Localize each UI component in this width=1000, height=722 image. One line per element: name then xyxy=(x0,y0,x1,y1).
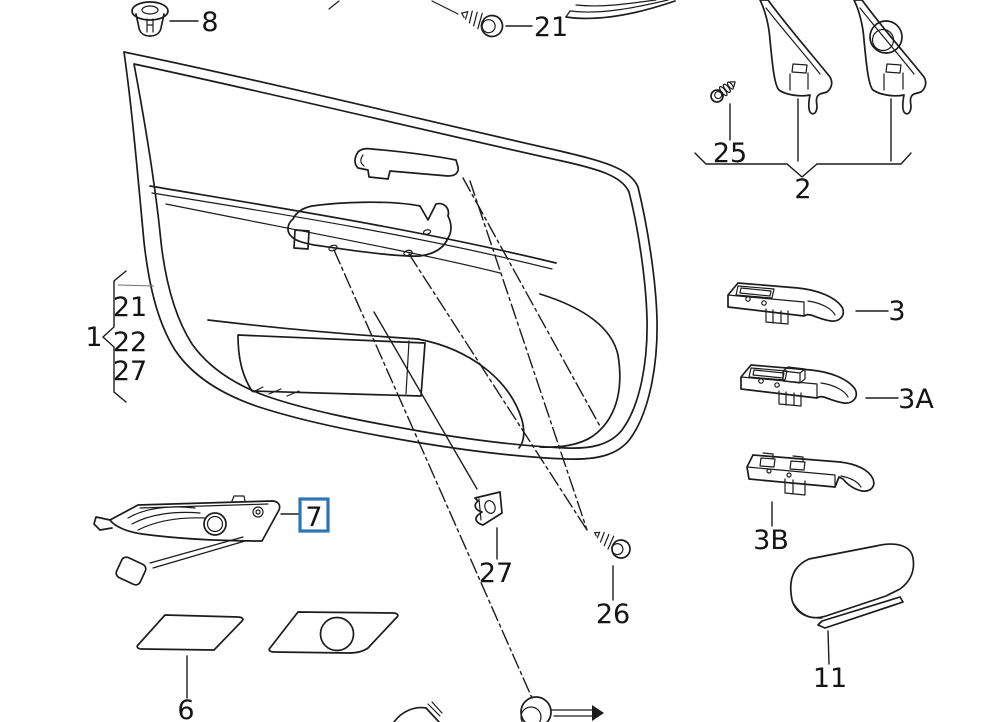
part-21-screw-drawing xyxy=(328,0,504,38)
part-3-switch-trim-drawing xyxy=(727,282,845,325)
part-27-clip-drawing xyxy=(474,491,503,526)
part-label-21-top[interactable]: 21 xyxy=(534,12,568,43)
part-label-27-clip[interactable]: 27 xyxy=(479,558,513,589)
part-label-27-group[interactable]: 27 xyxy=(113,356,147,387)
door-panel-drawing xyxy=(123,51,658,460)
cutoff-bottom-parts-drawing xyxy=(393,696,604,722)
part-26-screw-drawing xyxy=(594,531,631,559)
part-labels: 8 21 25 2 1 21 22 27 3 3A 3B 11 7 27 26 … xyxy=(85,7,934,722)
assembly-centerlines xyxy=(333,177,602,699)
part-label-3[interactable]: 3 xyxy=(888,296,905,327)
part-label-11[interactable]: 11 xyxy=(813,663,847,694)
part-label-8[interactable]: 8 xyxy=(201,7,218,38)
part-25-clip-drawing xyxy=(710,81,736,103)
part-8-grommet-drawing xyxy=(131,1,169,37)
part-label-3a[interactable]: 3A xyxy=(898,384,934,415)
part-label-2[interactable]: 2 xyxy=(794,174,811,205)
part-2-trim-right-drawing xyxy=(853,0,927,115)
part-7-handle-drawing[interactable] xyxy=(93,495,281,586)
part-label-7-selected[interactable]: 7 xyxy=(305,502,322,533)
part-2-trim-left-drawing xyxy=(759,0,833,115)
part-label-22-group[interactable]: 22 xyxy=(113,327,147,358)
part-label-3b[interactable]: 3B xyxy=(753,525,789,556)
leader-lines xyxy=(117,20,899,699)
part-3a-switch-trim-drawing xyxy=(740,364,858,407)
part-label-6[interactable]: 6 xyxy=(177,695,194,722)
group-bracket-1 xyxy=(101,270,127,403)
part-3b-switch-trim-drawing xyxy=(746,452,875,496)
part-label-21-group[interactable]: 21 xyxy=(113,292,147,323)
cutoff-sill-trim-drawing xyxy=(565,0,676,20)
part-label-25[interactable]: 25 xyxy=(713,138,747,169)
part-6-foil-drawing xyxy=(136,611,399,654)
part-label-26[interactable]: 26 xyxy=(596,599,630,630)
part-11-armrest-pad-drawing xyxy=(789,543,915,629)
selected-part-highlight-box[interactable] xyxy=(298,497,330,533)
part-label-1[interactable]: 1 xyxy=(85,322,102,353)
group-bracket-2 xyxy=(694,152,912,178)
